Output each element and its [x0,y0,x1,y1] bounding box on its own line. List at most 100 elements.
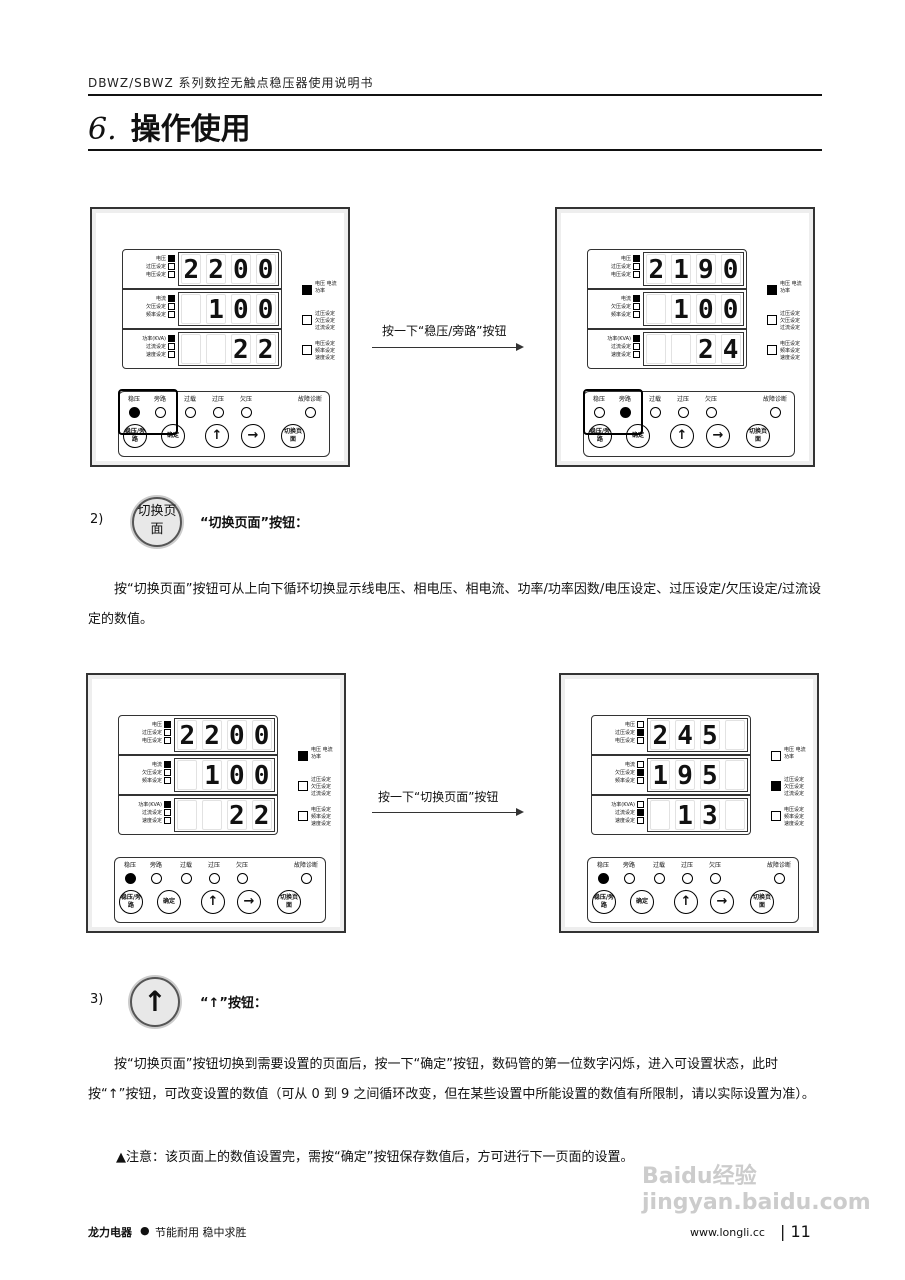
led-light [619,407,631,418]
digit [206,334,227,364]
label-text: 过压设定 [141,730,162,736]
label-text: 速度设定 [614,818,635,824]
keypad-button[interactable]: 切换页面 [746,424,770,448]
indicator-label: 功率(KVA) [123,335,175,343]
keypad-button[interactable]: 切换页面 [750,890,774,914]
status-led: 旁路 [612,396,638,418]
digit: 0 [255,254,276,285]
keypad-button[interactable]: 稳压/旁路 [592,890,616,914]
indicator-square [637,721,644,728]
step-body: 按“切换页面”按钮切换到需要设置的页面后，按一下“确定”按钮，数码管的第一位数字… [88,1057,815,1102]
keypad-button[interactable]: → [237,890,261,914]
footer-bullet: ● [140,1224,150,1237]
digit [646,294,667,324]
indicator-label: 电流 [119,761,171,769]
indicator-square [164,801,171,808]
arrow-caption: 按一下“切换页面”按钮 [378,790,499,804]
led-light [128,407,140,418]
keypad-button[interactable]: 确定 [626,424,650,448]
digit: 2 [230,334,251,365]
arrow-caption: 按一下“稳压/旁路”按钮 [382,324,507,338]
side-label: 过压设定 欠压设定 过流设定 [780,311,801,331]
keypad-button[interactable]: → [710,890,734,914]
keypad-button[interactable]: 稳压/旁路 [119,890,143,914]
keypad: 稳压旁路过载过压欠压故障诊断稳压/旁路确定↑→切换页面 [114,857,326,923]
keypad-button[interactable]: → [241,424,265,448]
row-labels: 电流欠压设定频率设定 [592,756,647,794]
digit: 0 [251,720,272,751]
status-led: 故障诊断 [293,396,327,418]
indicator-label: 速度设定 [123,351,175,359]
keypad-button[interactable]: 稳压/旁路 [123,424,147,448]
keypad-button[interactable]: ↑ [670,424,694,448]
led-label: 过压 [207,862,220,869]
indicator-square [633,351,640,358]
led-label: 旁路 [149,862,162,869]
keypad-button[interactable]: → [706,424,730,448]
indicator-square [302,285,312,295]
status-led: 过压 [201,862,227,884]
indicator-label: 速度设定 [588,351,640,359]
led-label: 过载 [179,862,192,869]
running-header: DBWZ/SBWZ 系列数控无触点稳压器使用说明书 [88,76,374,90]
digit: 2 [181,254,202,285]
side-label: 过压设定 欠压设定 过流设定 [784,777,805,797]
led-light [180,873,192,884]
status-led: 过载 [642,396,668,418]
status-led: 故障诊断 [289,862,323,884]
led-light [769,407,781,418]
digit [724,720,745,750]
status-led: 故障诊断 [758,396,792,418]
keypad-button[interactable]: 确定 [157,890,181,914]
indicator-label: 功率(KVA) [119,801,171,809]
side-indicator: 过压设定 欠压设定 过流设定 [302,311,341,332]
led-label: 过载 [648,396,661,403]
status-led: 欠压 [698,396,724,418]
keypad-button[interactable]: 切换页面 [277,890,301,914]
indicator-label: 功率(KVA) [592,801,644,809]
indicator-label: 过压设定 [592,729,644,737]
keypad-button[interactable]: ↑ [674,890,698,914]
label-text: 过压设定 [610,264,631,270]
label-text: 频率设定 [614,778,635,784]
keypad: 稳压旁路过载过压欠压故障诊断稳压/旁路确定↑→切换页面 [587,857,799,923]
keypad-button[interactable]: ↑ [201,890,225,914]
led-label: 稳压 [592,396,605,403]
keypad-button[interactable]: 确定 [630,890,654,914]
status-led: 欠压 [229,862,255,884]
label-text: 功率(KVA) [138,802,162,808]
indicator-square [633,303,640,310]
digit: 3 [699,800,720,831]
keypad-button[interactable]: ↑ [205,424,229,448]
led-label: 过压 [211,396,224,403]
indicator-square [637,729,644,736]
step-number: 2) [90,512,104,527]
label-text: 电压设定 [145,272,166,278]
label-text: 功率(KVA) [142,336,166,342]
keypad-button[interactable]: 切换页面 [281,424,305,448]
row-labels: 功率(KVA)过流设定速度设定 [119,796,174,834]
label-text: 电压设定 [610,272,631,278]
label-text: 电流 [155,296,166,302]
side-label: 电压设定 频率设定 速度设定 [784,807,805,827]
keypad-button[interactable]: 确定 [161,424,185,448]
indicator-square [164,817,171,824]
status-led: 稳压 [121,396,147,418]
digit: 4 [720,334,741,365]
status-led: 过压 [205,396,231,418]
led-light [705,407,717,418]
keypad-button[interactable]: 稳压/旁路 [588,424,612,448]
label-text: 电流 [624,762,635,768]
header-rule [88,94,822,96]
indicator-square [168,343,175,350]
indicator-label: 速度设定 [119,817,171,825]
led-light [124,873,136,884]
led-light [236,873,248,884]
indicator-square [164,761,171,768]
